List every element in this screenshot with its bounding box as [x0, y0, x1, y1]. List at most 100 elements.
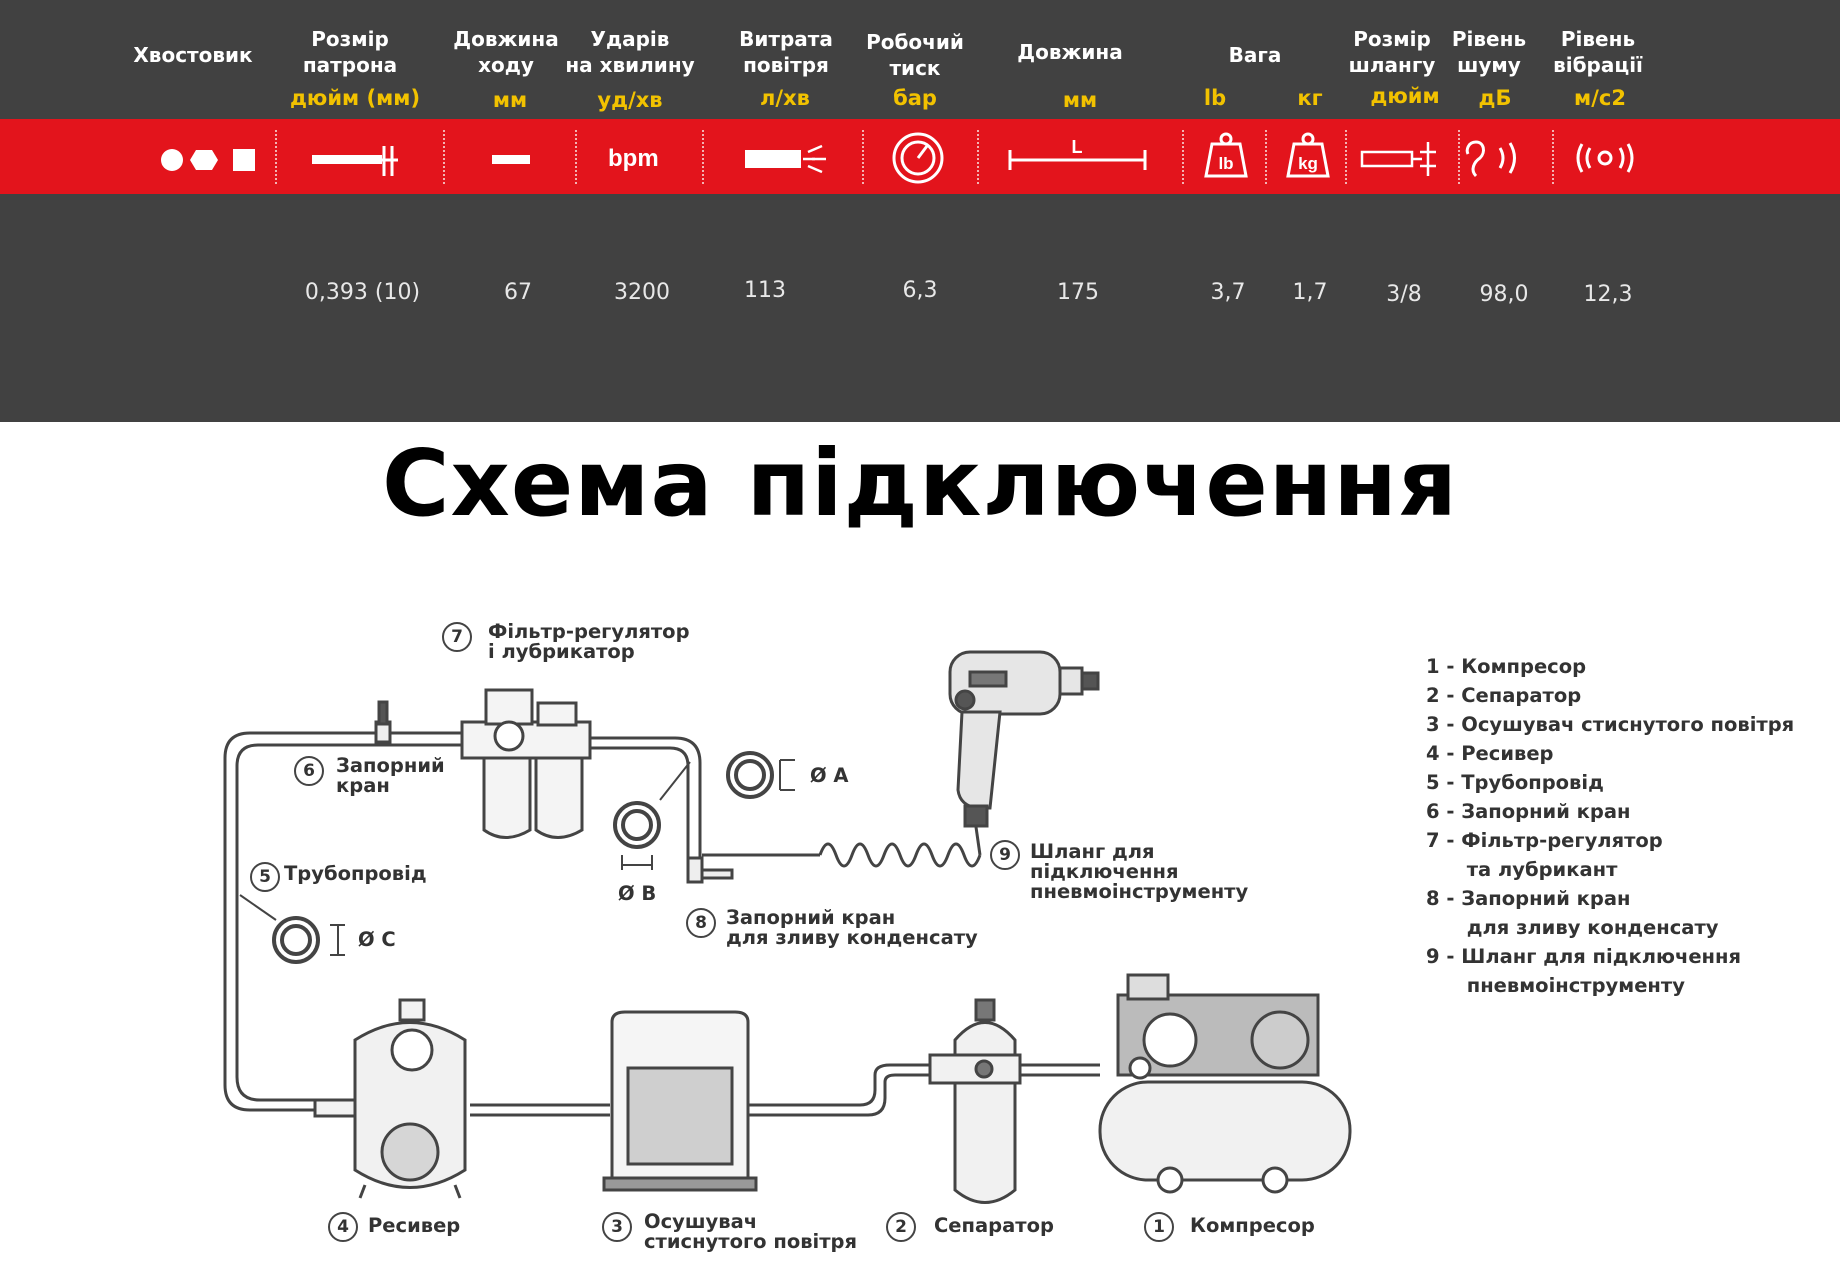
header-weight: Вага — [1228, 43, 1282, 67]
stroke-length-icon — [492, 155, 530, 164]
legend-item: пневмоінструменту — [1426, 974, 1685, 997]
unit-hose-size: дюйм — [1370, 84, 1440, 108]
value-hose-size: 3/8 — [1386, 282, 1422, 307]
legend-item: та лубрикант — [1426, 858, 1618, 881]
diagram-title: Схема підключення — [382, 430, 1458, 537]
pipe-diameter-rings — [272, 751, 774, 964]
compressor — [1098, 973, 1352, 1194]
drain-valve — [686, 856, 734, 884]
label-diameter-b: Ø B — [618, 882, 657, 905]
header-shank: Хвостовик — [133, 43, 253, 67]
value-length: 175 — [1057, 280, 1099, 305]
band-separator — [1552, 130, 1554, 184]
band-separator — [862, 130, 864, 184]
label-hose-text: Шланг для підключення пневмоінструменту — [1030, 840, 1249, 903]
band-separator — [702, 130, 704, 184]
label-pipeline-text: Трубопровід — [284, 862, 427, 885]
weight-kg-icon-label: kg — [1298, 154, 1318, 173]
callout-number: 9 — [990, 840, 1020, 870]
header-air-consumption: Витрата повітря — [739, 27, 833, 77]
length-icon — [1008, 150, 1147, 170]
legend-item: 4 - Ресивер — [1426, 742, 1554, 765]
callout-number: 6 — [294, 756, 324, 786]
unit-length: мм — [1062, 88, 1098, 112]
band-separator — [443, 130, 445, 184]
unit-vibration-level: м/с2 — [1574, 86, 1626, 110]
legend-item: 8 - Запорний кран — [1426, 887, 1631, 910]
impact-wrench — [948, 650, 1100, 828]
header-chuck-size: Розмір патрона — [302, 27, 398, 77]
value-weight-lb: 3,7 — [1210, 280, 1246, 305]
legend-item: 7 - Фільтр-регулятор — [1426, 829, 1663, 852]
unit-blows-per-minute: уд/хв — [597, 88, 663, 112]
unit-stroke-length: мм — [492, 88, 528, 112]
value-noise-level: 98,0 — [1479, 282, 1529, 307]
length-icon-label: L — [1072, 137, 1083, 157]
header-hose-size: Розмір шлангу — [1348, 27, 1436, 77]
value-weight-kg: 1,7 — [1292, 280, 1328, 305]
unit-chuck-size: дюйм (мм) — [289, 86, 421, 110]
air-dryer — [602, 1010, 758, 1192]
header-noise-level: Рівень шуму — [1451, 27, 1527, 77]
shank-shapes-icon — [161, 149, 255, 171]
chuck-icon — [312, 146, 398, 176]
unit-weight-kg: кг — [1297, 86, 1323, 110]
callout-number: 8 — [686, 908, 716, 938]
callout-number: 3 — [602, 1212, 632, 1242]
pipeline — [235, 743, 470, 1102]
air-consumption-icon — [745, 144, 826, 174]
callout-number: 2 — [886, 1212, 916, 1242]
label-receiver-text: Ресивер — [368, 1214, 461, 1237]
band-separator — [1345, 130, 1347, 184]
callout-number: 1 — [1144, 1212, 1174, 1242]
spec-table: Хвостовик Розмір патрона дюйм (мм) Довжи… — [0, 0, 1840, 422]
header-stroke-length: Довжина ходу — [453, 27, 559, 77]
label-shutoff-valve-text: Запорний кран — [336, 754, 445, 797]
unit-weight-lb: lb — [1203, 86, 1227, 110]
legend-item: 1 - Компресор — [1426, 655, 1587, 678]
band-separator — [575, 130, 577, 184]
band-separator — [1458, 130, 1460, 184]
weight-lb-icon-label: lb — [1218, 154, 1233, 173]
label-diameter-c: Ø C — [358, 928, 396, 951]
unit-air-consumption: л/хв — [760, 86, 810, 110]
pressure-gauge-icon — [892, 132, 944, 184]
legend-item: для зливу конденсату — [1426, 916, 1719, 939]
header-vibration-level: Рівень вібрації — [1553, 27, 1643, 77]
noise-ear-icon — [1465, 140, 1516, 178]
separator — [928, 998, 1022, 1204]
legend: 1 - Компресор 2 - Сепаратор 3 - Осушувач… — [1426, 652, 1826, 1000]
legend-item: 2 - Сепаратор — [1426, 684, 1582, 707]
value-chuck-size: 0,393 (10) — [304, 280, 421, 305]
band-separator — [1265, 130, 1267, 184]
receiver-tank — [313, 998, 467, 1199]
pipeline — [223, 731, 470, 1112]
header-working-pressure: Робочий тиск — [866, 30, 964, 80]
bpm-icon: bpm — [608, 145, 659, 172]
callout-number: 7 — [442, 622, 472, 652]
label-drain-valve-text: Запорний кран для зливу конденсату — [726, 906, 978, 949]
legend-item: 5 - Трубопровід — [1426, 771, 1604, 794]
band-separator — [275, 130, 277, 184]
value-blows-per-minute: 3200 — [614, 280, 670, 305]
header-length: Довжина — [1017, 40, 1123, 64]
weight-lb-icon — [1204, 132, 1248, 178]
legend-item: 9 - Шланг для підключення — [1426, 945, 1742, 968]
vibration-icon — [1576, 143, 1634, 173]
legend-item: 3 - Осушувач стиснутого повітря — [1426, 713, 1795, 736]
pipeline — [590, 736, 702, 860]
band-separator — [977, 130, 979, 184]
label-filter-regulator-text: Фільтр-регулятор і лубрикатор — [488, 620, 690, 663]
filter-regulator-lubricator — [460, 688, 592, 839]
shutoff-valve — [374, 700, 392, 744]
value-working-pressure: 6,3 — [902, 278, 938, 303]
weight-kg-icon — [1286, 132, 1330, 178]
callout-number: 5 — [250, 862, 280, 892]
callout-number: 4 — [328, 1212, 358, 1242]
legend-item: 6 - Запорний кран — [1426, 800, 1631, 823]
air-hose — [702, 819, 982, 868]
label-diameter-a: Ø A — [810, 764, 849, 787]
hose-size-icon — [1360, 142, 1436, 176]
unit-working-pressure: бар — [893, 86, 937, 110]
